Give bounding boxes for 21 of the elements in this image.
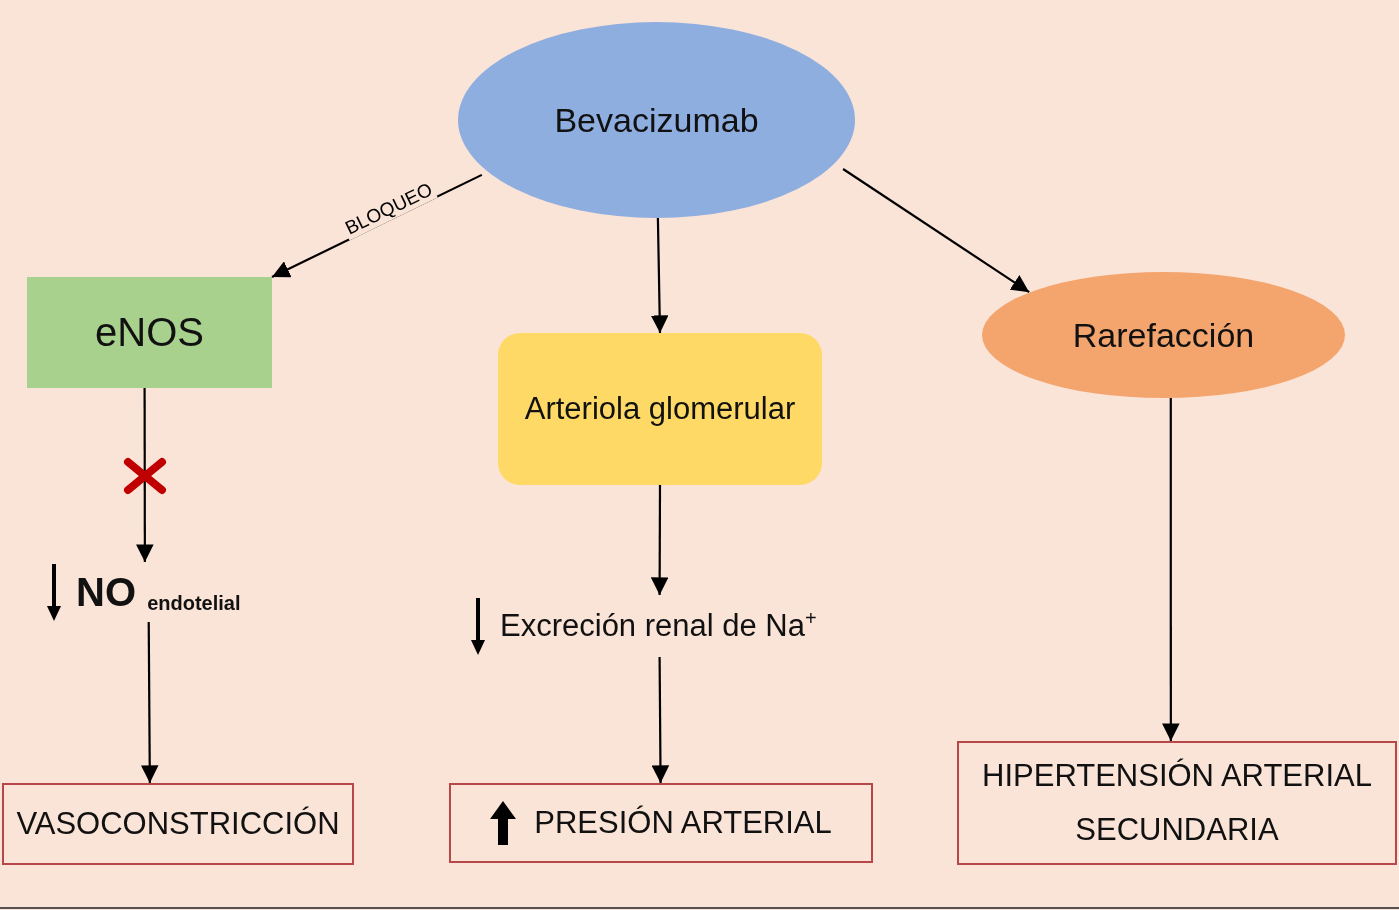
node-label: Excreción renal de Na$^{+}$	[500, 607, 817, 645]
arrow	[651, 657, 670, 783]
arrow	[842, 168, 1030, 294]
arrow	[136, 388, 154, 562]
node-label: eNOS	[95, 310, 204, 355]
node-label: Arteriola glomerular	[524, 390, 796, 429]
arrow	[650, 218, 669, 333]
arrow	[650, 485, 669, 595]
arrow	[1162, 398, 1180, 741]
node-label: NO $_{endotelial}$	[76, 569, 241, 615]
outcome-text: HIPERTENSIÓN ARTERIAL SECUNDARIA	[981, 756, 1373, 849]
process-box	[498, 333, 822, 485]
node-label: Rarefacción	[1072, 315, 1255, 355]
outcome-text: PRESIÓN ARTERIAL	[534, 803, 832, 842]
outcome-box	[2, 783, 354, 865]
outcome-text: VASOCONSTRICCIÓN	[16, 804, 340, 843]
process-box	[27, 277, 272, 388]
outcome-box	[449, 783, 873, 863]
arrow	[140, 622, 159, 783]
node-label: Bevacizumab	[554, 100, 759, 140]
outcome-box	[957, 741, 1397, 865]
